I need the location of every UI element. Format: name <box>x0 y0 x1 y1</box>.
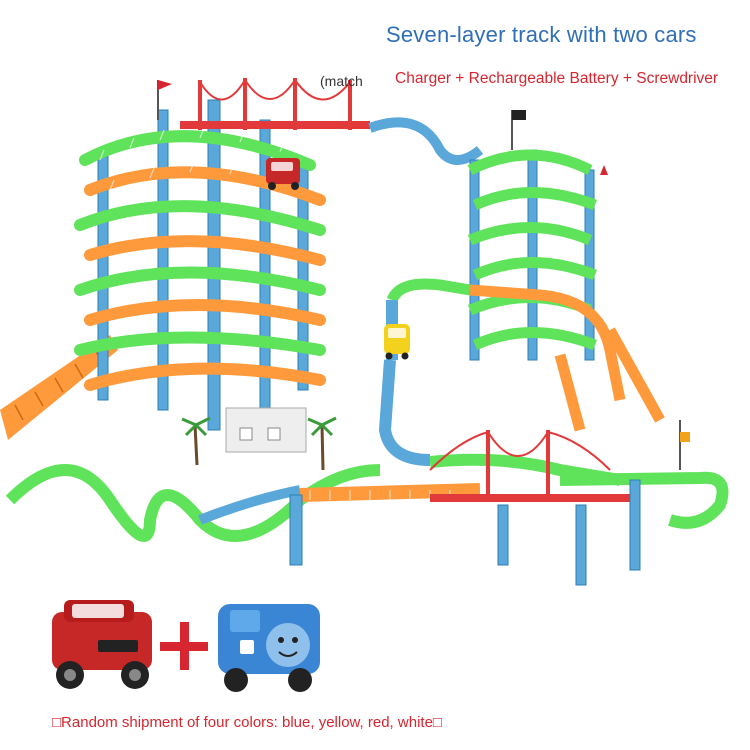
yellow-car <box>384 324 410 360</box>
top-red-bridge <box>180 78 370 130</box>
page-title: Seven-layer track with two cars <box>386 22 697 47</box>
match-fragment-text: (match <box>320 73 363 89</box>
red-jeep-car <box>52 600 152 689</box>
scenery <box>181 407 690 471</box>
middle-loop <box>378 278 665 466</box>
plus-sign-icon <box>160 622 208 670</box>
accessories-subtitle: Charger + Rechargeable Battery + Screwdr… <box>395 70 719 87</box>
shipment-note: □Random shipment of four colors: blue, y… <box>52 714 442 731</box>
left-tower <box>0 78 370 440</box>
bottom-red-bridge <box>429 430 640 502</box>
blue-train-car <box>218 604 320 692</box>
right-tower <box>467 110 608 361</box>
red-car-top <box>266 158 300 190</box>
